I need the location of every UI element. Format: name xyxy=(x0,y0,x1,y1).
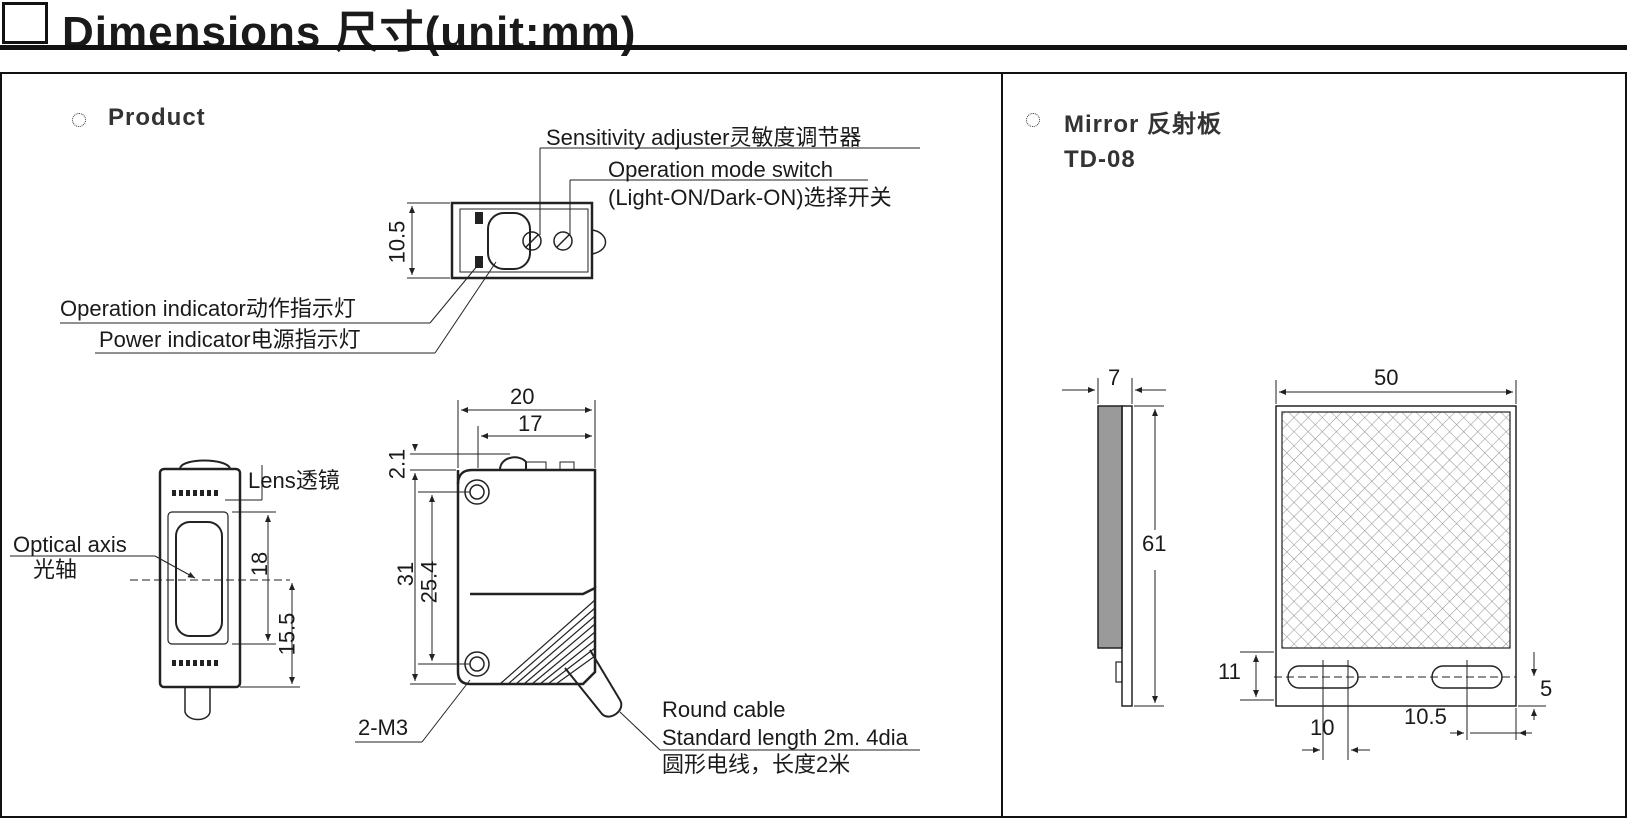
sensor-front-view xyxy=(10,459,300,721)
header-rule xyxy=(0,45,1627,50)
label-lens: Lens透镜 xyxy=(248,468,340,493)
mirror-side-view xyxy=(1062,378,1166,707)
label-cable-length: Standard length 2m. 4dia xyxy=(662,725,908,750)
dim-height-total: 31 xyxy=(393,561,419,587)
dim-hole-pitch: 25.4 xyxy=(416,560,442,604)
dim-mirror-thickness: 7 xyxy=(1108,365,1121,390)
mirror-model: TD-08 xyxy=(1064,146,1136,173)
dim-mirror-width: 50 xyxy=(1374,365,1399,390)
indicator-dots xyxy=(172,490,218,666)
dim-slot-height: 5 xyxy=(1540,676,1553,701)
label-optical-axis: Optical axis xyxy=(13,532,127,557)
dim-width-total: 20 xyxy=(510,384,535,409)
sensor-top-view xyxy=(60,147,920,354)
mirror-bullet-icon xyxy=(1026,113,1040,127)
dim-slot-width: 10 xyxy=(1310,715,1335,740)
dim-slot-offset: 11 xyxy=(1218,659,1241,684)
dim-mirror-height: 61 xyxy=(1142,531,1167,556)
dim-slot-pitch: 10.5 xyxy=(1404,704,1447,729)
product-title: Product xyxy=(108,104,206,131)
label-optical-axis-cn: 光轴 xyxy=(33,557,78,582)
label-cable: Round cable xyxy=(662,697,786,722)
dim-offset: 2.1 xyxy=(384,448,410,480)
label-operation-mode-switch: Operation mode switch xyxy=(608,157,833,182)
label-sensitivity-adjuster: Sensitivity adjuster灵敏度调节器 xyxy=(546,125,862,150)
dim-top-height: 10.5 xyxy=(384,220,410,264)
product-bullet-icon xyxy=(72,113,86,127)
label-operation-indicator: Operation indicator动作指示灯 xyxy=(60,296,356,321)
sensor-side-view xyxy=(355,400,920,751)
mirror-title: Mirror 反射板 xyxy=(1064,111,1223,138)
mirror-front-view xyxy=(1240,380,1546,760)
label-screw: 2-M3 xyxy=(358,715,409,740)
header-checkbox-frame xyxy=(2,2,48,44)
dim-width-inner: 17 xyxy=(518,411,543,436)
mirror-panel xyxy=(1001,72,1627,818)
dim-axis-height: 15.5 xyxy=(274,612,300,656)
label-operation-mode-switch-detail: (Light-ON/Dark-ON)选择开关 xyxy=(608,185,892,210)
label-power-indicator: Power indicator电源指示灯 xyxy=(99,327,361,352)
label-cable-cn: 圆形电线，长度2米 xyxy=(662,752,851,777)
dim-lens-height: 18 xyxy=(247,551,273,577)
